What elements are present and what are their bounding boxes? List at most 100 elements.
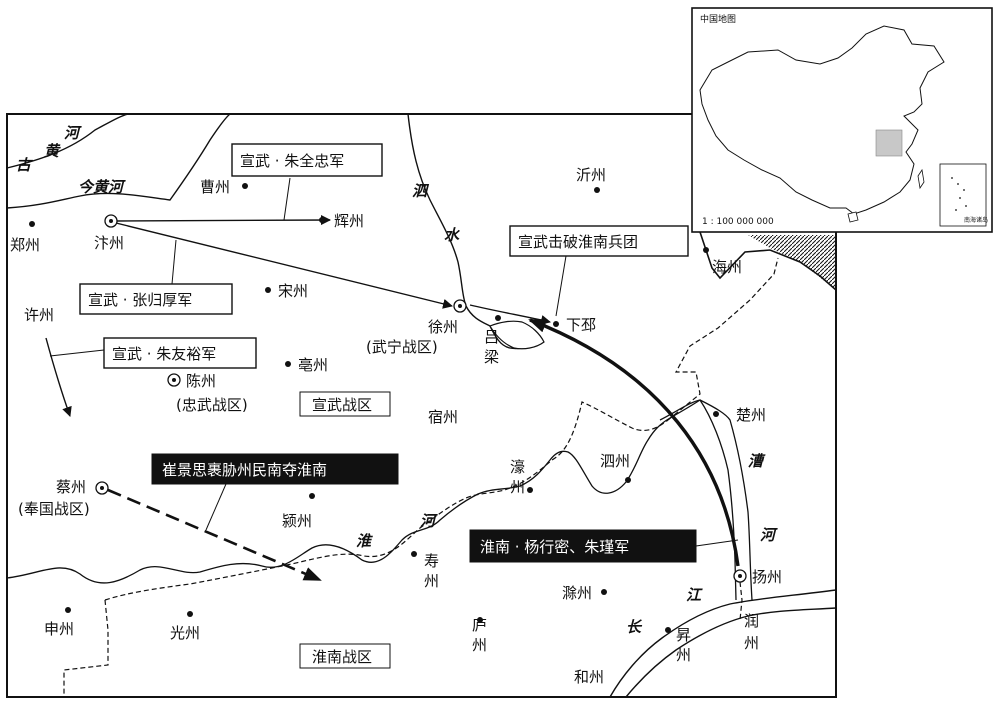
taiwan-island xyxy=(917,168,925,190)
river-label-huang: 黄 xyxy=(44,142,61,160)
zone-boundary-west xyxy=(63,599,109,697)
place-lu: 吕 xyxy=(484,328,499,346)
place-chenzhou: 陈州 xyxy=(186,372,216,390)
label-box-zhu-quanzhong xyxy=(231,143,383,177)
coastline xyxy=(699,231,837,291)
river-label-jiang: 江 xyxy=(686,586,703,604)
river-label-chang: 长 xyxy=(626,618,643,636)
place-xuzhou-top: 许州 xyxy=(24,306,54,324)
leader-yang-xingmi xyxy=(695,539,739,547)
place-bianzhou: 汴州 xyxy=(94,234,124,252)
place-xuzhou: 徐州 xyxy=(428,318,458,336)
place-shengzhou-2: 州 xyxy=(676,646,691,664)
place-haozhou-2: 州 xyxy=(510,478,525,496)
leader-cui-jingsi xyxy=(205,483,227,531)
grand-canal-west xyxy=(659,399,737,601)
river-label-cao-he: 河 xyxy=(760,526,778,544)
label-zhu-youyu: 宣武 · 朱友裕军 xyxy=(112,345,216,363)
place-haizhou: 海州 xyxy=(712,258,742,276)
place-songzhou: 宋州 xyxy=(278,282,308,300)
place-wuning-zone: (武宁战区) xyxy=(366,338,438,356)
label-xuanwu-defeat: 宣武击破淮南兵团 xyxy=(518,233,638,251)
label-box-zhu-youyu xyxy=(103,337,257,369)
place-shenzhou: 申州 xyxy=(44,620,74,638)
south-sea-box xyxy=(939,163,987,227)
place-luzhou-1: 庐 xyxy=(472,616,487,634)
river-label-huai: 淮 xyxy=(356,532,373,550)
place-chuzhou-south: 滁州 xyxy=(562,584,592,602)
place-haozhou-1: 濠 xyxy=(510,458,525,476)
place-huizhou: 辉州 xyxy=(334,212,364,230)
river-label-jin-huanghe: 今黄河 xyxy=(78,178,126,196)
label-box-cui-jingsi xyxy=(151,453,399,485)
xuanwu-zone-box xyxy=(299,391,391,417)
inset-scale: 1 : 100 000 000 xyxy=(702,217,774,227)
zone-boundary-south xyxy=(739,581,743,621)
label-zhu-quanzhong: 宣武 · 朱全忠军 xyxy=(240,152,344,170)
leader-zhu-quanzhong xyxy=(283,177,291,221)
label-zhang-guihou: 宣武 · 张归厚军 xyxy=(88,291,192,309)
leader-zhu-youyu xyxy=(49,349,105,357)
river-label-huai-he: 河 xyxy=(420,512,438,530)
place-suzhou: 宿州 xyxy=(428,408,458,426)
place-luzhou-2: 州 xyxy=(472,636,487,654)
arrow-bianzhou-xuzhou xyxy=(115,222,453,309)
place-caozhou: 曹州 xyxy=(200,178,230,196)
old-yellow-river xyxy=(6,113,129,169)
place-chuzhou-north: 楚州 xyxy=(736,406,766,424)
place-guangzhou: 光州 xyxy=(170,624,200,642)
new-yellow-river xyxy=(6,113,231,209)
sea-hatch xyxy=(748,235,836,290)
place-runzhou-2: 州 xyxy=(744,634,759,652)
leader-xuanwu-defeat xyxy=(555,255,567,317)
arrow-cui-jingsi xyxy=(107,488,322,582)
place-shouzhou-1: 寿 xyxy=(424,552,439,570)
place-shouzhou-2: 州 xyxy=(424,572,439,590)
label-box-xuanwu-defeat xyxy=(509,225,689,257)
inset-title: 中国地图 xyxy=(700,13,736,25)
inset-china-map: 中国地图 1 : 100 000 000 南海诸岛 xyxy=(691,7,993,233)
place-runzhou-1: 润 xyxy=(744,612,759,630)
place-caizhou: 蔡州 xyxy=(56,478,86,496)
river-label-si: 泗 xyxy=(412,182,430,200)
place-yizhou: 沂州 xyxy=(576,166,606,184)
label-yang-xingmi: 淮南 · 杨行密、朱瑾军 xyxy=(480,538,629,556)
place-hezhou: 和州 xyxy=(574,668,604,686)
place-fengguo-zone: (奉国战区) xyxy=(18,500,90,518)
yangtze-north-bank xyxy=(609,589,837,698)
label-box-yang-xingmi xyxy=(469,529,697,563)
city-markers xyxy=(29,183,747,633)
xuanwu-zone-label: 宣武战区 xyxy=(312,396,372,414)
grand-canal-east xyxy=(699,399,753,601)
place-yangzhou: 扬州 xyxy=(752,568,782,586)
zone-boundary-huai xyxy=(104,401,669,601)
leader-zhang-guihou xyxy=(171,239,177,285)
arrow-zhu-youyu xyxy=(45,337,72,417)
inset-highlight xyxy=(875,129,903,157)
south-sea-islands xyxy=(951,177,967,211)
place-zhengzhou: 郑州 xyxy=(10,236,40,254)
china-outline xyxy=(699,25,945,215)
place-shengzhou-1: 昇 xyxy=(676,626,691,644)
south-sea-label: 南海诸岛 xyxy=(964,216,988,224)
hainan-island xyxy=(847,211,859,223)
river-label-cao: 漕 xyxy=(748,452,766,470)
zone-boundary-east xyxy=(667,257,779,421)
river-label-shui: 水 xyxy=(444,226,460,244)
river-label-he-top: 河 xyxy=(64,124,82,142)
place-liang: 梁 xyxy=(484,348,499,366)
place-xiapi: 下邳 xyxy=(566,316,596,334)
huainan-zone-label: 淮南战区 xyxy=(312,648,372,666)
label-box-zhang-guihou xyxy=(79,283,233,315)
yangtze-south-bank xyxy=(625,607,837,698)
place-zhongwu-zone: (忠武战区) xyxy=(176,396,248,414)
huainan-zone-box xyxy=(299,643,391,669)
place-yingzhou: 颍州 xyxy=(282,512,312,530)
place-bozhou: 亳州 xyxy=(298,356,328,374)
place-sizhou: 泗州 xyxy=(600,452,630,470)
arrow-bianzhou-huizhou xyxy=(115,215,331,226)
label-cui-jingsi: 崔景思裹胁州民南夺淮南 xyxy=(162,461,327,479)
river-label-gu: 古 xyxy=(16,156,34,174)
arrow-yang-xingmi xyxy=(528,318,740,567)
